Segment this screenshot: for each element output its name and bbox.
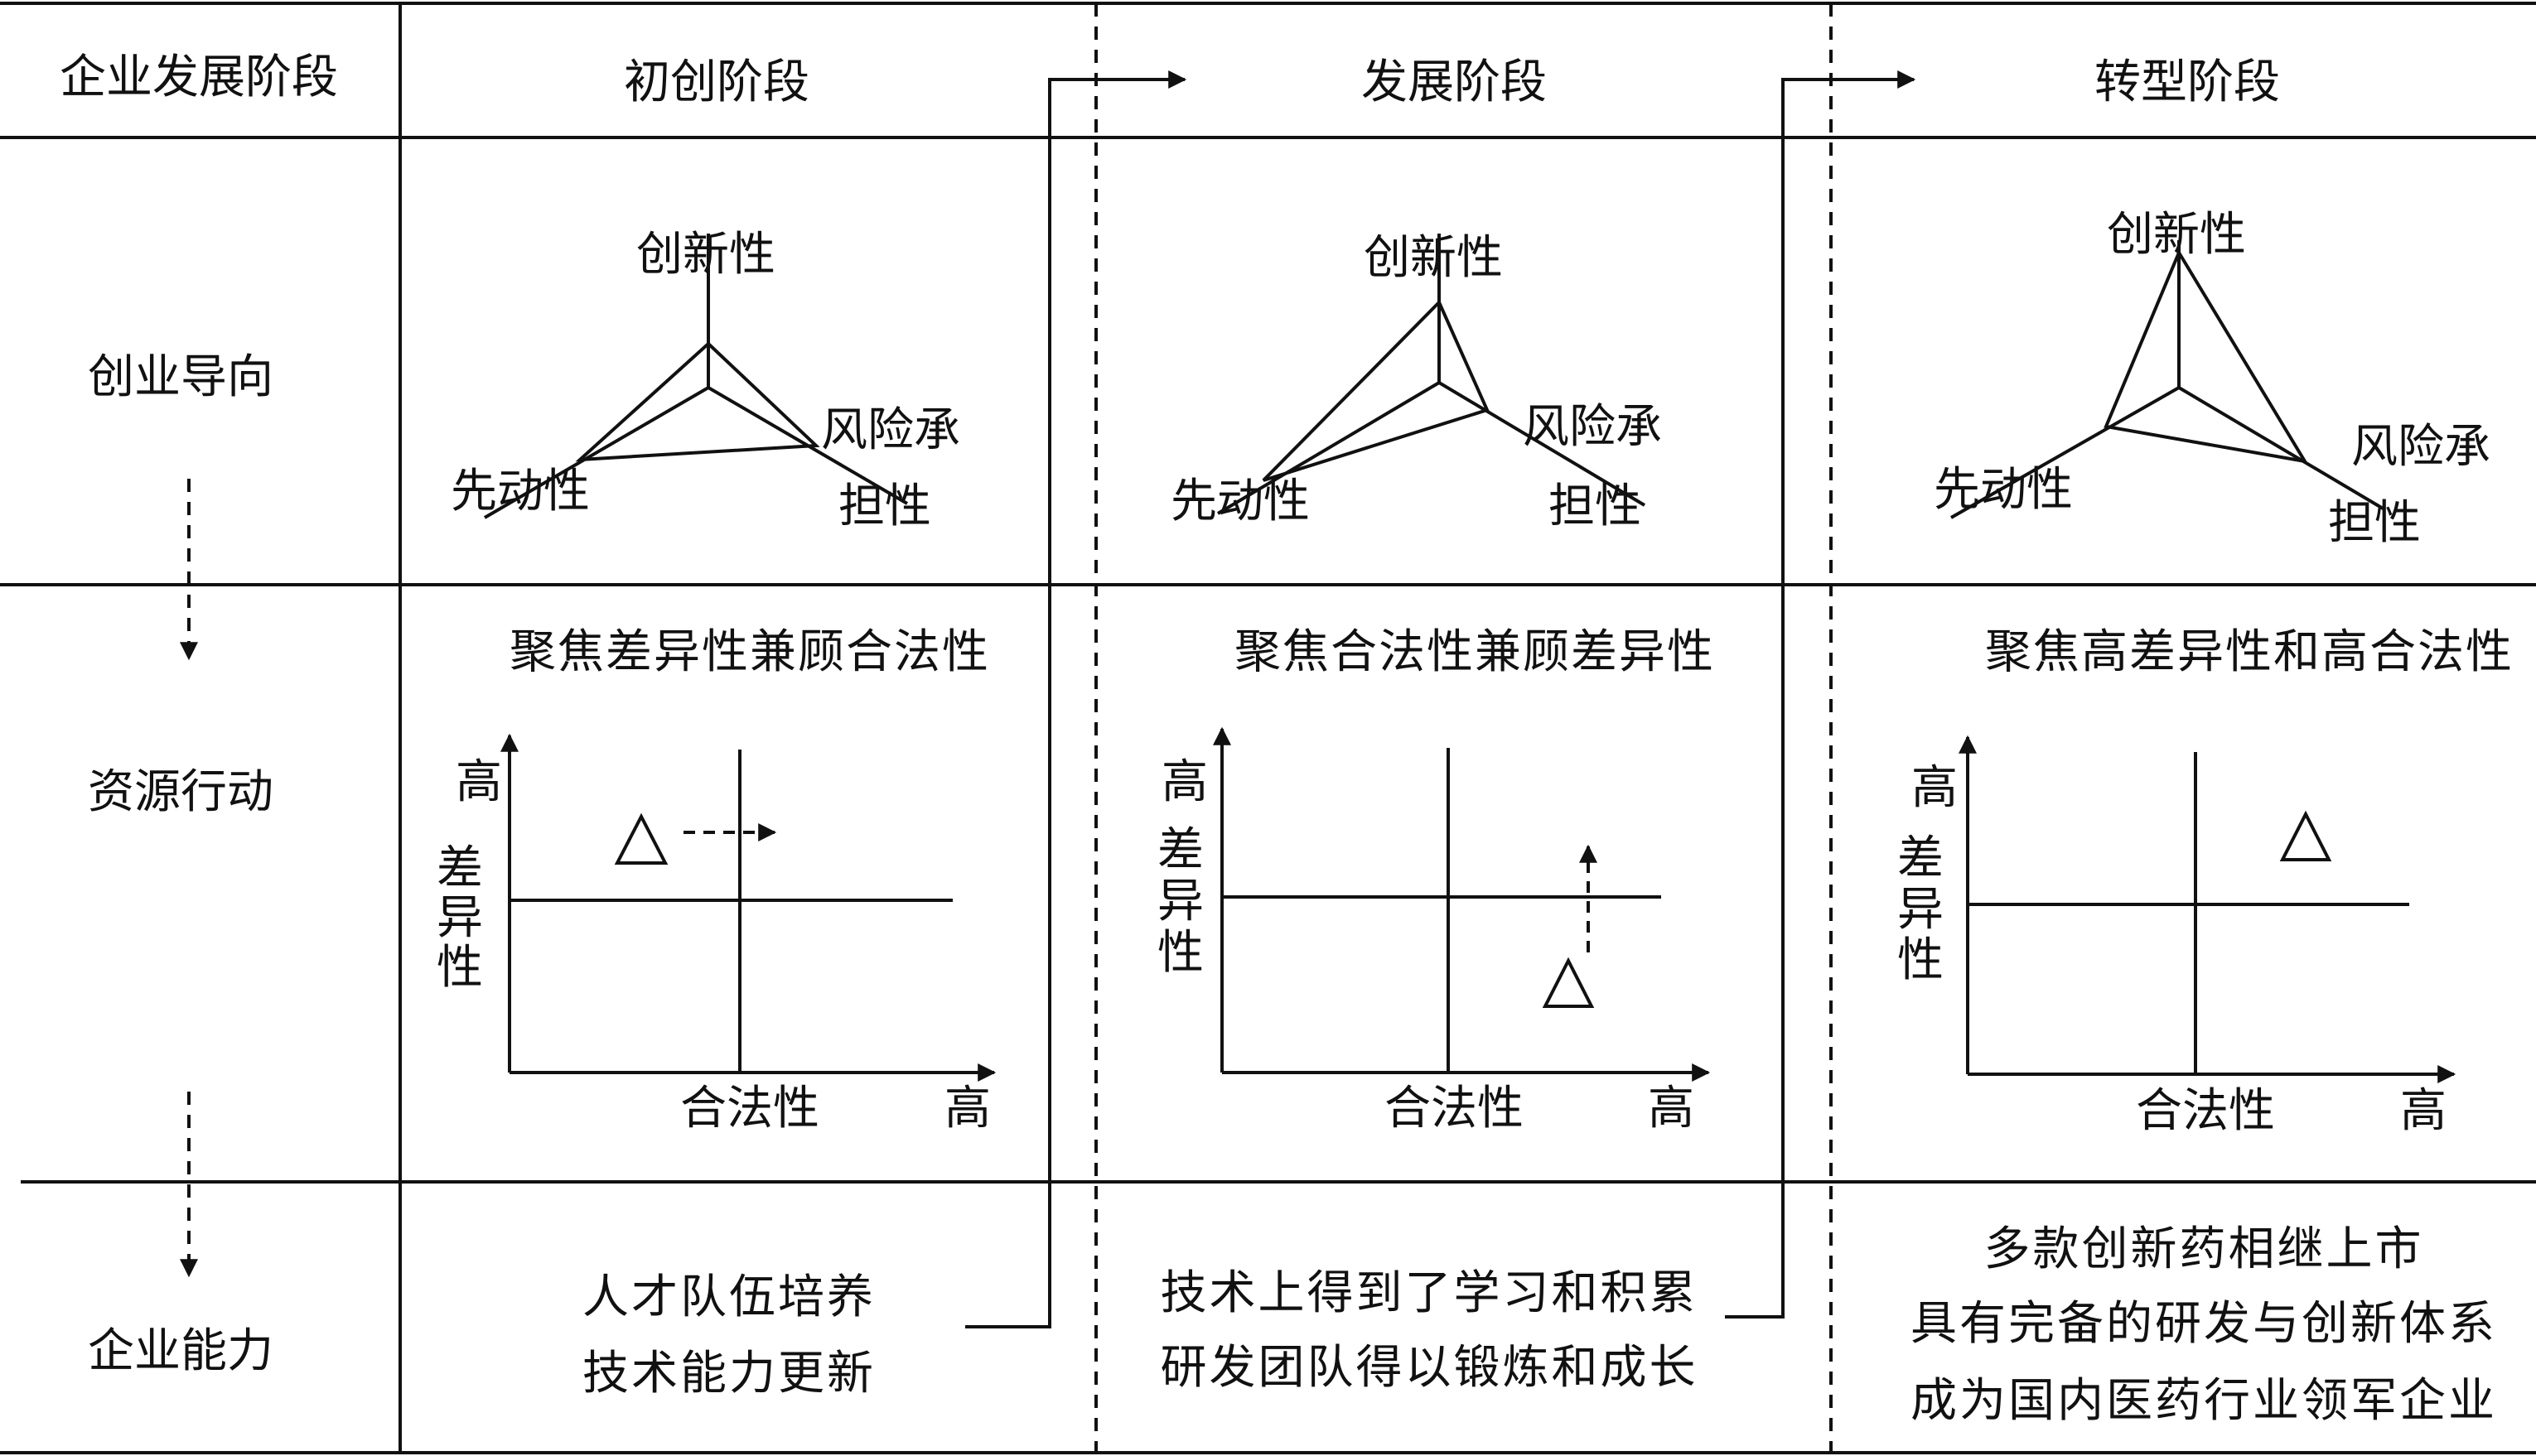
stage-connector-arrow-2 (1725, 70, 1916, 1319)
radar-development-left-label: 先动性 (1171, 475, 1310, 528)
header-stage-startup: 初创阶段 (624, 55, 809, 109)
header-stage-development: 发展阶段 (1361, 55, 1547, 109)
radar-startup-right-label-2: 担性 (838, 480, 931, 533)
capability-development-line-2: 研发团队得以锻炼和成长 (1161, 1341, 1698, 1395)
radar-axis-right (1437, 381, 1646, 507)
matrix-startup-x-high: 高 (944, 1082, 991, 1135)
radar-transformation-top-label: 创新性 (2107, 208, 2246, 262)
capability-transformation-line-2: 具有完备的研发与创新体系 (1910, 1297, 2497, 1351)
row-label-orientation: 创业导向 (88, 350, 273, 404)
radar-transformation-left-label: 先动性 (1934, 463, 2073, 517)
row-label-capability: 企业能力 (88, 1324, 273, 1378)
capability-development-line-1: 技术上得到了学习和积累 (1161, 1266, 1698, 1320)
matrix-startup-y-label-2: 异 (437, 891, 483, 945)
radar-axis-left (1950, 386, 2180, 519)
triangle-marker (614, 812, 669, 865)
matrix-transformation-x-high: 高 (2400, 1084, 2447, 1138)
radar-startup-left-label: 先动性 (451, 465, 590, 518)
matrix-transformation-y-label-3: 性 (1897, 933, 1944, 987)
radar-startup (483, 234, 909, 519)
radar-transformation-right-label-2: 担性 (2328, 496, 2421, 550)
matrix-startup-y-label-3: 性 (437, 941, 483, 995)
matrix-development-x-label: 合法性 (1384, 1082, 1524, 1135)
radar-startup-right-label-1: 风险承 (821, 403, 960, 457)
radar-polygon (575, 341, 820, 462)
row-label-resource: 资源行动 (88, 765, 273, 819)
matrix-startup (500, 733, 997, 1082)
radar-polygon (1262, 299, 1490, 482)
matrix-transformation-y-label-2: 异 (1897, 883, 1944, 937)
radar-transformation (1950, 240, 2386, 519)
matrix-development-x-high: 高 (1648, 1082, 1694, 1135)
focus-startup: 聚焦差异性兼顾合法性 (510, 625, 990, 679)
matrix-transformation-y-label-1: 差 (1897, 832, 1944, 885)
matrix-transformation (1959, 735, 2456, 1083)
matrix-development (1213, 726, 1711, 1082)
radar-transformation-right-label-1: 风险承 (2351, 420, 2490, 474)
matrix-startup-y-label-1: 差 (437, 841, 483, 895)
radar-development (1216, 234, 1646, 515)
radar-startup-top-label: 创新性 (636, 228, 775, 282)
matrix-development-y-label-1: 差 (1157, 823, 1204, 877)
focus-development: 聚焦合法性兼顾差异性 (1234, 625, 1715, 679)
header-row-label: 企业发展阶段 (60, 51, 338, 104)
capability-transformation-line-3: 成为国内医药行业领军企业 (1910, 1374, 2497, 1428)
stage-connector-arrow-1 (965, 70, 1187, 1328)
triangle-marker (2279, 810, 2332, 861)
capability-transformation-line-1: 多款创新药相继上市 (1984, 1222, 2424, 1276)
matrix-development-y-high: 高 (1162, 755, 1208, 809)
capability-startup-line-1: 人才队伍培养 (582, 1270, 876, 1324)
radar-axis-right (2177, 386, 2386, 511)
focus-transformation: 聚焦高差异性和高合法性 (1985, 625, 2514, 679)
capability-startup-line-2: 技术能力更新 (582, 1347, 876, 1401)
matrix-transformation-y-high: 高 (1911, 761, 1958, 815)
radar-development-top-label: 创新性 (1364, 231, 1503, 285)
radar-development-right-label-1: 风险承 (1523, 400, 1662, 454)
matrix-development-y-label-3: 性 (1157, 926, 1204, 980)
triangle-marker (1542, 957, 1595, 1008)
radar-development-right-label-2: 担性 (1548, 480, 1641, 533)
radar-axis-left (483, 386, 710, 519)
radar-polygon (2104, 248, 2308, 464)
matrix-development-y-label-2: 异 (1157, 875, 1204, 928)
radar-axis-left (1216, 381, 1441, 515)
matrix-transformation-x-label: 合法性 (2136, 1084, 2275, 1138)
matrix-startup-y-high: 高 (456, 755, 502, 809)
header-stage-transformation: 转型阶段 (2094, 55, 2280, 109)
matrix-startup-x-label: 合法性 (680, 1082, 819, 1135)
